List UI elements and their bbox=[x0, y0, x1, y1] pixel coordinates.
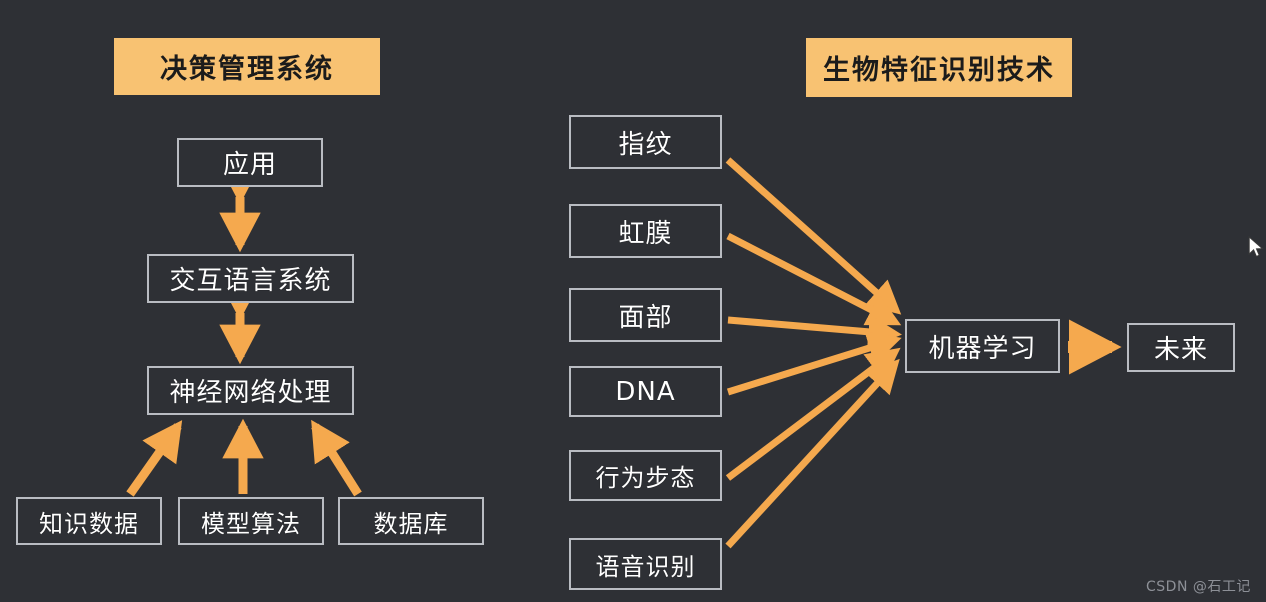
node-iris[interactable]: 虹膜 bbox=[569, 204, 722, 258]
connector-line bbox=[725, 358, 900, 549]
node-label: 机器学习 bbox=[928, 333, 1037, 364]
node-label: 应用 bbox=[222, 150, 277, 180]
diagonal-up-arrows bbox=[126, 418, 362, 497]
converging-arrows bbox=[725, 157, 902, 549]
left-panel-title: 决策管理系统 bbox=[114, 38, 380, 95]
node-label: 交互语言系统 bbox=[169, 266, 332, 296]
node-label: 知识数据 bbox=[39, 509, 139, 538]
node-neural-network-processing[interactable]: 神经网络处理 bbox=[147, 366, 354, 415]
node-label: 虹膜 bbox=[618, 218, 673, 249]
node-label: 行为步态 bbox=[595, 464, 696, 492]
node-label: 语音识别 bbox=[595, 552, 696, 581]
connector-line bbox=[725, 157, 902, 315]
connector-line bbox=[726, 331, 902, 396]
node-label: 面部 bbox=[618, 302, 673, 333]
node-model-algorithm[interactable]: 模型算法 bbox=[178, 497, 324, 545]
connector-line bbox=[126, 420, 183, 497]
node-label: DNA bbox=[615, 376, 676, 407]
node-interactive-language-system[interactable]: 交互语言系统 bbox=[147, 254, 354, 303]
node-voice-recognition[interactable]: 语音识别 bbox=[569, 538, 722, 590]
connector-line bbox=[727, 314, 902, 349]
node-behavior-gait[interactable]: 行为步态 bbox=[569, 450, 722, 501]
node-label: 数据库 bbox=[373, 509, 449, 538]
connector-line bbox=[726, 232, 902, 326]
node-face[interactable]: 面部 bbox=[569, 288, 722, 342]
connector-line bbox=[725, 347, 901, 481]
node-database[interactable]: 数据库 bbox=[338, 497, 484, 545]
node-future[interactable]: 未来 bbox=[1127, 323, 1235, 372]
right-panel-title: 生物特征识别技术 bbox=[806, 38, 1072, 97]
node-label: 指纹 bbox=[618, 129, 673, 160]
node-machine-learning[interactable]: 机器学习 bbox=[905, 319, 1060, 373]
node-application[interactable]: 应用 bbox=[177, 138, 323, 187]
node-label: 神经网络处理 bbox=[169, 378, 332, 408]
node-knowledge-data[interactable]: 知识数据 bbox=[16, 497, 162, 545]
node-fingerprint[interactable]: 指纹 bbox=[569, 115, 722, 169]
node-dna[interactable]: DNA bbox=[569, 366, 722, 417]
csdn-watermark: CSDN @石工记 bbox=[1146, 579, 1251, 595]
connector-line bbox=[311, 419, 362, 497]
node-label: 未来 bbox=[1153, 335, 1208, 365]
mouse-pointer-icon bbox=[1248, 236, 1264, 258]
node-label: 模型算法 bbox=[201, 509, 301, 538]
